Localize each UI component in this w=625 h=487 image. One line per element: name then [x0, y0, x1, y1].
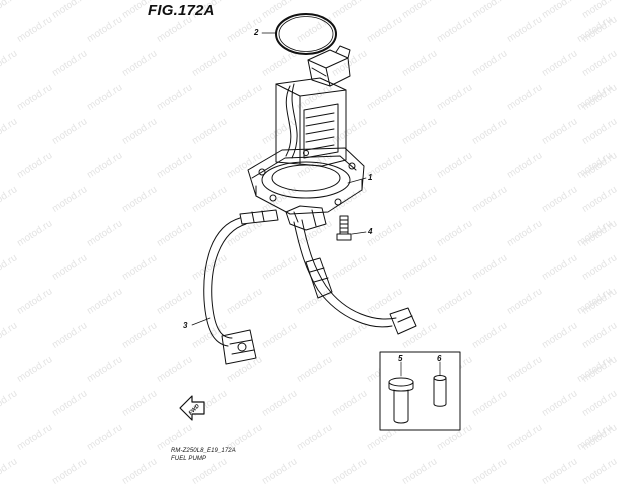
fwd-arrow-icon [179, 395, 205, 421]
fuel-hose [203, 209, 417, 365]
bolt [336, 215, 352, 241]
o-ring [275, 13, 337, 55]
callout-2: 2 [254, 28, 259, 37]
inset-box [379, 351, 461, 431]
part-5-collar [388, 377, 414, 424]
callout-5: 5 [398, 354, 403, 363]
callout-4: 4 [368, 227, 373, 236]
part-6-spacer [433, 375, 447, 407]
leader-lines [191, 32, 441, 377]
figure-caption: FUEL PUMP [171, 456, 207, 462]
fuel-pump-diagram: FWD [179, 13, 461, 431]
callout-3: 3 [183, 321, 188, 330]
callout-6: 6 [437, 354, 442, 363]
model-code: RM-Z250L8_E19_172A [171, 448, 236, 454]
fuel-pump-assembly [247, 45, 365, 231]
callout-1: 1 [368, 173, 373, 182]
figure-title: FIG.172A [148, 2, 215, 19]
